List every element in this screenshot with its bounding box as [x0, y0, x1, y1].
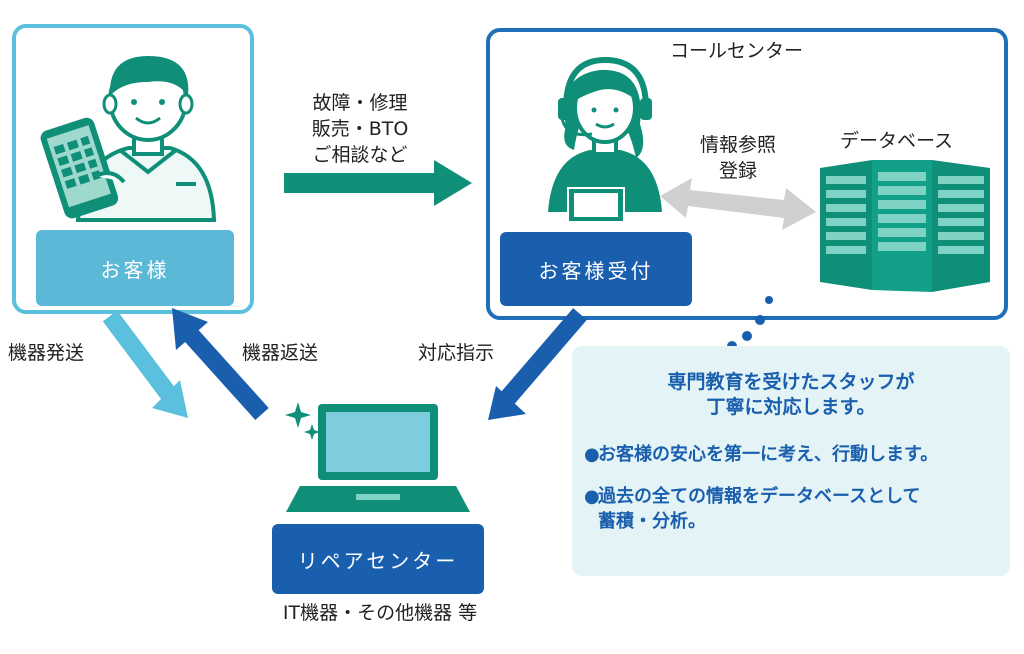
return-device-label: 機器返送: [242, 342, 319, 364]
database-label: データベース: [840, 130, 954, 152]
sparkle-icon: [285, 402, 320, 440]
db-link-line: 情報参照: [699, 134, 776, 156]
db-link-label: 情報参照 登録: [688, 132, 788, 184]
request-line: 販売・BTO: [311, 118, 409, 140]
info-bullet-text: お客様の安心を第一に考え、行動します。: [598, 444, 939, 465]
info-bullet-text: 蓄積・分析。: [598, 511, 706, 532]
send-device-label: 機器発送: [8, 342, 85, 364]
request-line: ご相談など: [312, 144, 408, 166]
info-heading: 専門教育を受けたスタッフが 丁寧に対応します。: [572, 370, 1010, 420]
send-device-arrow: [102, 310, 188, 418]
request-label: 故障・修理 販売・BTO ご相談など: [290, 90, 430, 168]
operator-headset-icon: [548, 56, 662, 223]
return-device-arrow: [172, 308, 269, 421]
repair-center-caption: IT機器・その他機器 等: [282, 602, 478, 624]
customer-box: お客様: [36, 230, 234, 306]
bullet-dot-icon: ●: [584, 444, 600, 465]
db-link-line: 登録: [718, 160, 757, 182]
tablet-icon: [40, 117, 119, 219]
repair-center-box: リペアセンター: [272, 524, 484, 594]
info-heading-line: 専門教育を受けたスタッフが: [667, 371, 915, 393]
hand-icon: [95, 171, 126, 184]
database-link-arrow: [660, 178, 816, 230]
call-center-title: コールセンター: [670, 40, 804, 62]
info-panel: [572, 346, 1010, 576]
info-bullet: ●お客様の安心を第一に考え、行動します。: [584, 442, 938, 467]
request-arrow: [284, 160, 472, 206]
info-bullet: ●過去の全ての情報をデータベースとして 蓄積・分析。: [584, 484, 921, 534]
info-bullet-text: 過去の全ての情報をデータベースとして: [598, 486, 921, 507]
info-heading-line: 丁寧に対応します。: [706, 396, 876, 418]
request-line: 故障・修理: [312, 92, 408, 114]
bullet-dot-icon: ●: [584, 486, 600, 507]
instruction-arrow: [488, 308, 587, 420]
reception-box: お客様受付: [500, 232, 692, 306]
laptop-icon: [286, 404, 470, 512]
database-server-icon: [820, 160, 990, 292]
dotted-connector: [727, 296, 773, 351]
instruction-label: 対応指示: [418, 342, 495, 364]
